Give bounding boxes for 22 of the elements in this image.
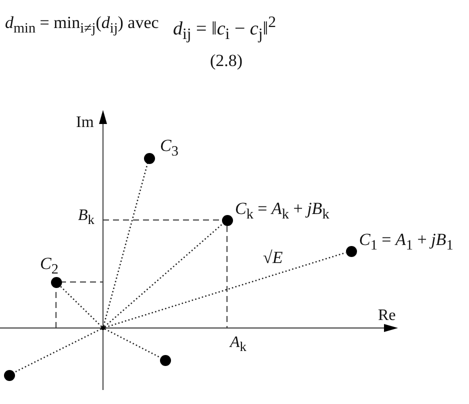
constellation-point bbox=[160, 354, 170, 366]
constellation-point bbox=[144, 152, 154, 164]
axis-label: Im bbox=[76, 114, 94, 132]
dotted-line bbox=[104, 328, 160, 358]
dotted-line bbox=[14, 328, 102, 374]
dotted-line bbox=[102, 163, 148, 326]
constellation-point bbox=[346, 246, 356, 256]
constellation-point bbox=[4, 370, 14, 380]
point-label: C$_{2}$ bbox=[40, 255, 58, 278]
constellation-point bbox=[50, 276, 62, 288]
point-label: C$_{k}$ = A$_{k}$ + jB$_{k}$ bbox=[235, 200, 330, 223]
origin-point bbox=[101, 326, 105, 330]
tick-label: B$_{k}$ bbox=[78, 207, 94, 228]
axis-label: Re bbox=[378, 307, 396, 325]
formula: d$_{ij}$ = ‖c$_{i}$ − c$_{j}$‖$^{2}$ bbox=[173, 14, 276, 44]
constellation-point bbox=[222, 214, 232, 226]
point-label: C$_{1}$ = A$_{1}$ + jB$_{1}$ bbox=[359, 231, 454, 254]
tick-label: A$_{k}$ bbox=[230, 334, 246, 355]
equation-number: (2.8) bbox=[210, 52, 243, 71]
point-label: C$_{3}$ bbox=[160, 137, 178, 160]
dotted-line bbox=[104, 252, 346, 328]
formula: d$_{min}$ = min$_{i≠j}$(d$_{ij}$) avec bbox=[5, 14, 159, 37]
